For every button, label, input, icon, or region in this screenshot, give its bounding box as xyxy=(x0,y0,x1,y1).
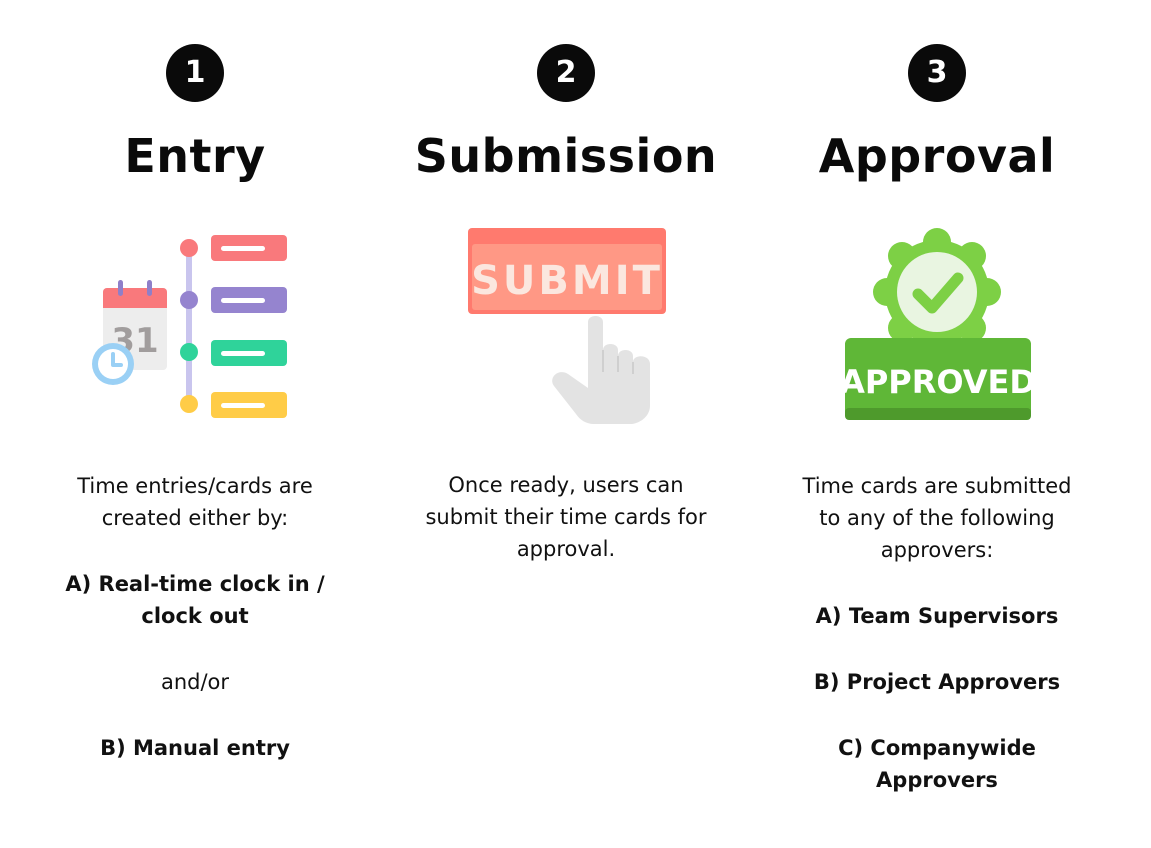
approver-line: B) Project Approvers xyxy=(813,670,1061,694)
step-title: Approval xyxy=(818,129,1056,183)
submit-button-text: SUBMIT xyxy=(471,258,663,304)
intro-line: to any of the following xyxy=(819,506,1055,530)
intro-line: approvers: xyxy=(880,538,994,562)
approved-badge-icon: APPROVED xyxy=(840,228,1036,420)
step-title: Entry xyxy=(124,129,266,183)
connector-text: and/or xyxy=(160,670,230,694)
step-description: Time entries/cards are created either by… xyxy=(10,470,380,764)
intro-line: Time cards are submitted xyxy=(802,474,1072,498)
option-a-line: clock out xyxy=(141,604,249,628)
approved-badge-text: APPROVED xyxy=(840,363,1036,401)
approver-line: C) Companywide xyxy=(838,736,1036,760)
step-number-badge: 1 xyxy=(166,44,224,102)
approver-line: A) Team Supervisors xyxy=(815,604,1059,628)
intro-line: Once ready, users can xyxy=(448,473,684,497)
intro-line: approval. xyxy=(516,537,616,561)
approver-line: Approvers xyxy=(876,768,998,792)
intro-line: submit their time cards for xyxy=(425,505,707,529)
step-title: Submission xyxy=(414,129,718,183)
step-number-badge: 3 xyxy=(908,44,966,102)
calendar-timeline-icon: 31 xyxy=(92,235,287,418)
submit-button-hand-icon: SUBMIT xyxy=(468,228,666,424)
option-a-line: A) Real-time clock in / xyxy=(65,572,325,596)
step-description: Time cards are submitted to any of the f… xyxy=(752,470,1122,796)
step-number-badge: 2 xyxy=(537,44,595,102)
intro-line: created either by: xyxy=(101,506,289,530)
step-submission: 2 Submission SUBMIT Once ready, users ca… xyxy=(381,0,751,848)
step-entry: 1 Entry 31 Time entries/cards are create… xyxy=(10,0,380,848)
step-approval: 3 Approval APPROVED Time cards are submi… xyxy=(752,0,1122,848)
step-description: Once ready, users can submit their time … xyxy=(381,469,751,565)
option-b-line: B) Manual entry xyxy=(100,736,290,760)
intro-line: Time entries/cards are xyxy=(77,474,313,498)
